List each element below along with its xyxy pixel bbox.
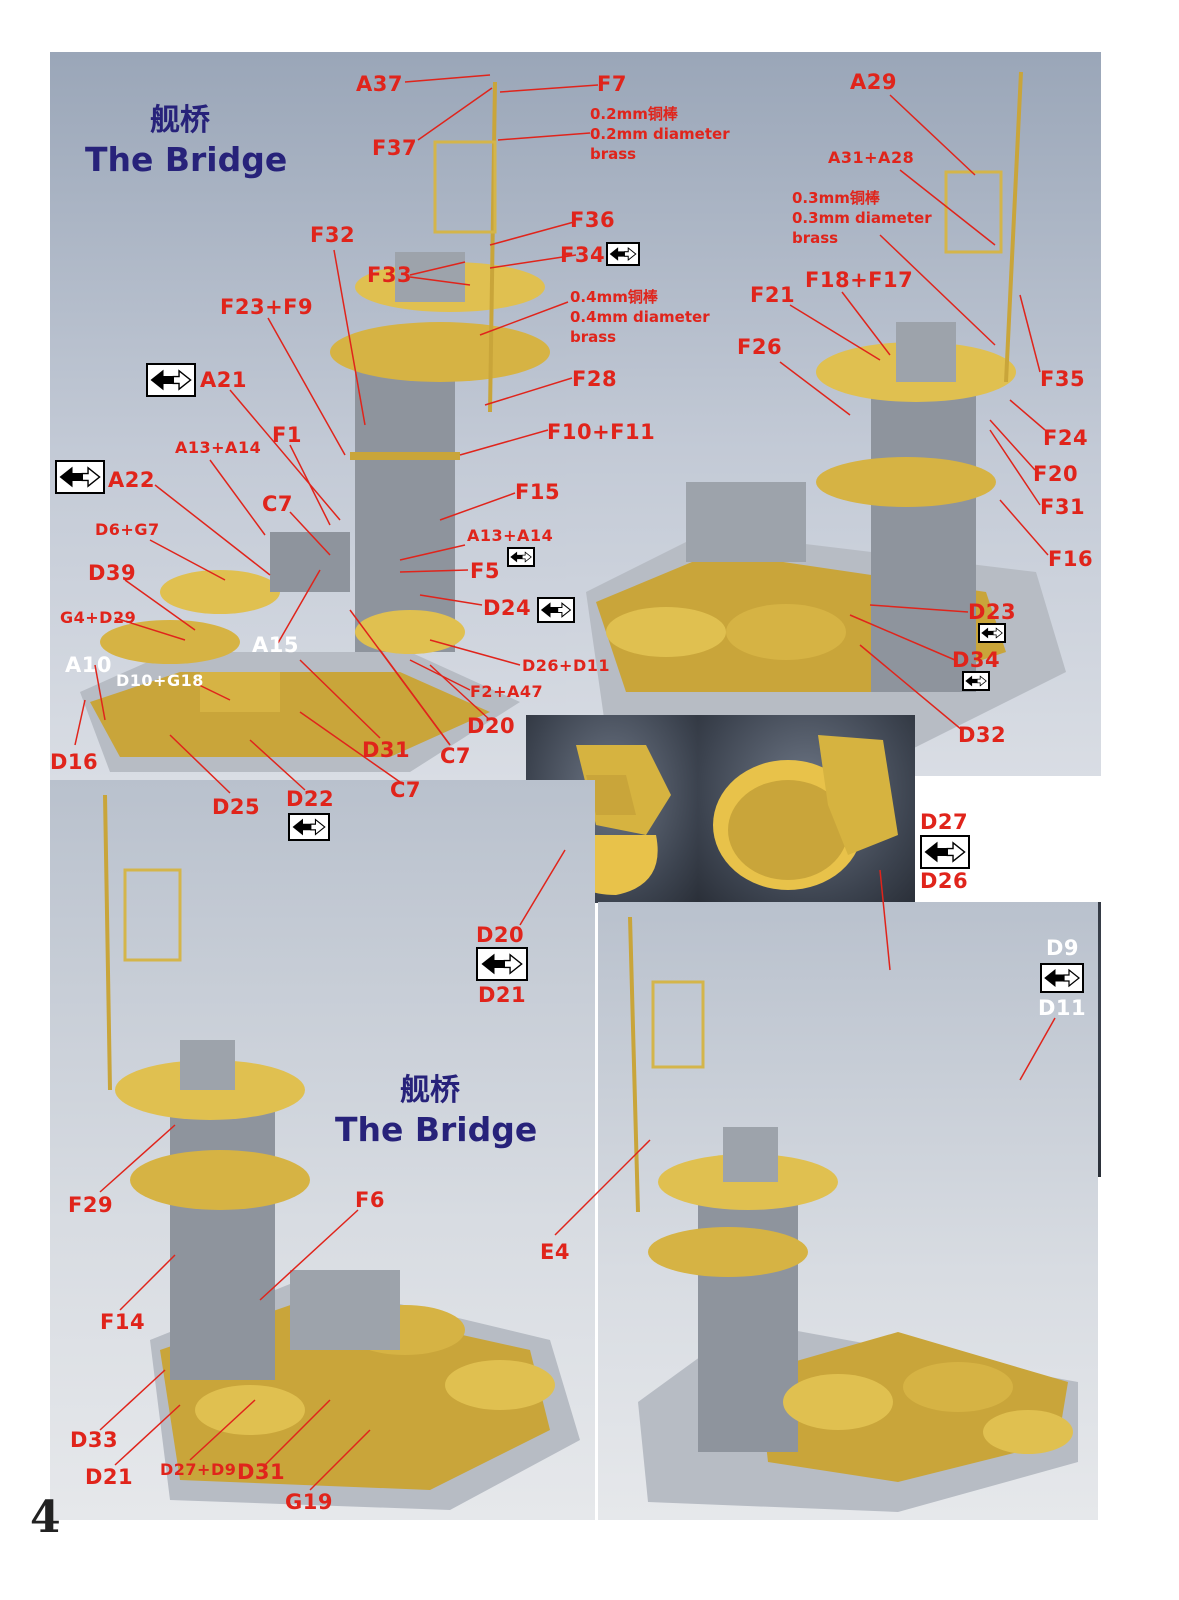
- label-d21-b: D21: [85, 1465, 134, 1489]
- label-f20: F20: [1033, 462, 1079, 486]
- label-a10: A10: [65, 653, 112, 677]
- label-f16: F16: [1048, 547, 1094, 571]
- label-f7: F7: [597, 72, 627, 96]
- label-e4: E4: [540, 1240, 570, 1264]
- note-03mm-line-cn: 0.3mm铜棒: [792, 189, 880, 207]
- label-f5: F5: [470, 559, 500, 583]
- note-03mm-line-brass: brass: [792, 229, 839, 247]
- label-d10-g18: D10+G18: [116, 671, 204, 690]
- note-03mm-line-en: 0.3mm diameter: [792, 209, 932, 227]
- swap-arrow-icon-a13-a14: [507, 547, 535, 567]
- label-a29: A29: [850, 70, 897, 94]
- label-a13-a14-right: A13+A14: [467, 526, 554, 545]
- label-f33: F33: [367, 263, 413, 287]
- bridge-model-rear-left-image: [103, 794, 580, 1510]
- bridge-model-front-right-image: [586, 71, 1066, 752]
- label-d26-d11: D26+D11: [522, 656, 610, 675]
- label-a15: A15: [252, 633, 299, 657]
- note-02mm-line-brass: brass: [590, 145, 637, 163]
- label-d9: D9: [1046, 936, 1080, 960]
- swap-arrow-icon-d24: [537, 597, 575, 623]
- title-top-english: The Bridge: [85, 140, 288, 179]
- title-bottom-english: The Bridge: [335, 1110, 538, 1149]
- label-d32: D32: [958, 723, 1007, 747]
- label-f23-f9: F23+F9: [220, 295, 314, 319]
- label-g4-d29: G4+D29: [60, 608, 137, 627]
- label-c7-b: C7: [440, 744, 472, 768]
- label-f31: F31: [1040, 495, 1086, 519]
- label-d33: D33: [70, 1428, 119, 1452]
- label-f15: F15: [515, 480, 561, 504]
- label-a21: A21: [200, 368, 247, 392]
- label-f29: F29: [68, 1193, 114, 1217]
- label-f21: F21: [750, 283, 796, 307]
- label-a13-a14-left: A13+A14: [175, 438, 262, 457]
- photo-bridge-rear-right: [598, 902, 1098, 1520]
- label-a22: A22: [108, 468, 155, 492]
- label-f36: F36: [570, 208, 616, 232]
- label-g19: G19: [285, 1490, 333, 1514]
- swap-arrow-icon-d20-d21: [476, 947, 528, 981]
- label-d20-b: D20: [476, 923, 525, 947]
- label-f28: F28: [572, 367, 618, 391]
- swap-arrow-icon-f34: [606, 242, 640, 266]
- note-04mm-line-en: 0.4mm diameter: [570, 308, 710, 326]
- swap-arrow-icon-d22: [288, 813, 330, 841]
- part-d26-assembled-image: [713, 735, 898, 890]
- note-03mm-brass-rod: 0.3mm铜棒 0.3mm diameter brass: [792, 188, 932, 248]
- label-a31-a28: A31+A28: [828, 148, 915, 167]
- label-d31-a: D31: [362, 738, 411, 762]
- label-c7-c: C7: [390, 778, 422, 802]
- note-02mm-line-cn: 0.2mm铜棒: [590, 105, 678, 123]
- label-d34: D34: [952, 648, 1001, 672]
- label-f2-a47: F2+A47: [470, 682, 544, 701]
- swap-arrow-icon-d27-d26: [920, 835, 970, 869]
- label-d26: D26: [920, 869, 969, 893]
- photo-detail-d26-assembled: [698, 715, 915, 903]
- label-f32: F32: [310, 223, 356, 247]
- swap-arrow-icon-d9-d11: [1040, 963, 1084, 993]
- label-d16: D16: [50, 750, 99, 774]
- label-f10-f11: F10+F11: [547, 420, 656, 444]
- title-top-chinese: 舰桥: [150, 103, 210, 138]
- label-d27: D27: [920, 810, 969, 834]
- label-d23: D23: [968, 600, 1017, 624]
- swap-arrow-icon-d23: [978, 623, 1006, 643]
- label-c7-a: C7: [262, 492, 294, 516]
- label-d22: D22: [286, 787, 335, 811]
- label-d39: D39: [88, 561, 137, 585]
- note-04mm-line-brass: brass: [570, 328, 617, 346]
- bridge-model-rear-right-image: [628, 916, 1078, 1512]
- swap-arrow-icon-a21: [146, 363, 196, 397]
- note-04mm-brass-rod: 0.4mm铜棒 0.4mm diameter brass: [570, 287, 710, 347]
- label-d25: D25: [212, 795, 261, 819]
- photo-bridge-rear-left: [50, 780, 595, 1520]
- label-d31-b: D31: [237, 1460, 286, 1484]
- label-f34: F34: [560, 243, 606, 267]
- label-f1: F1: [272, 423, 302, 447]
- part-d20-image: [556, 745, 671, 895]
- title-bottom-chinese: 舰桥: [400, 1073, 460, 1108]
- label-d20-a: D20: [467, 714, 516, 738]
- label-f26: F26: [737, 335, 783, 359]
- label-d27-d9: D27+D9: [160, 1460, 237, 1479]
- label-f14: F14: [100, 1310, 146, 1334]
- note-02mm-line-en: 0.2mm diameter: [590, 125, 730, 143]
- label-d11: D11: [1038, 996, 1087, 1020]
- label-f37: F37: [372, 136, 418, 160]
- swap-arrow-icon-a22: [55, 460, 105, 494]
- label-d21-a: D21: [478, 983, 527, 1007]
- label-f6: F6: [355, 1188, 385, 1212]
- label-d24: D24: [483, 596, 532, 620]
- swap-arrow-icon-d34: [962, 671, 990, 691]
- note-04mm-line-cn: 0.4mm铜棒: [570, 288, 658, 306]
- label-a37: A37: [356, 72, 403, 96]
- page-number: 4: [30, 1492, 61, 1543]
- label-f18-f17: F18+F17: [805, 268, 914, 292]
- label-f24: F24: [1043, 426, 1089, 450]
- label-f35: F35: [1040, 367, 1086, 391]
- label-d6-g7: D6+G7: [95, 520, 160, 539]
- note-02mm-brass-rod: 0.2mm铜棒 0.2mm diameter brass: [590, 104, 730, 164]
